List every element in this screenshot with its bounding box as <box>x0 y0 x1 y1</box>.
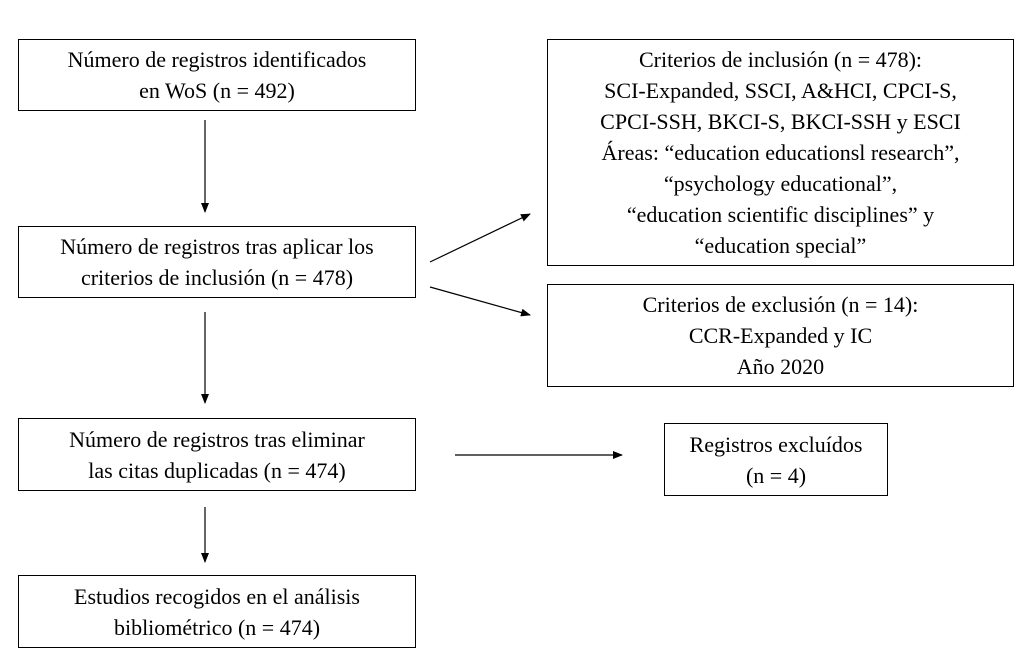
box-records-identified-line2: en WoS (n = 492) <box>139 78 295 103</box>
box-records-after-inclusion: Número de registros tras aplicar los cri… <box>18 226 416 298</box>
inclusion-criteria-line2: SCI-Expanded, SSCI, A&HCI, CPCI-S, <box>604 78 957 103</box>
exclusion-criteria-line2: CCR-Expanded y IC <box>688 323 873 348</box>
records-excluded-line2: (n = 4) <box>745 462 807 488</box>
box-records-excluded: Registros excluídos (n = 4) <box>664 423 888 496</box>
box-studies-included-line1: Estudios recogidos en el análisis <box>74 583 360 609</box>
box-inclusion-criteria: Criterios de inclusión (n = 478): SCI-Ex… <box>547 39 1014 266</box>
inclusion-criteria-line3: CPCI-SSH, BKCI-S, BKCI-SSH y ESCI <box>600 109 961 134</box>
inclusion-criteria-line4: Áreas: “education educationsl research”, <box>601 140 960 165</box>
box-records-identified-line1: Número de registros identificados <box>67 47 367 72</box>
records-excluded-line1: Registros excluídos <box>689 431 863 457</box>
box-records-after-dedup-line1: Número de registros tras eliminar <box>69 426 365 452</box>
inclusion-criteria-line1: Criterios de inclusión (n = 478): <box>638 47 923 72</box>
exclusion-criteria-line3: Año 2020 <box>736 354 825 379</box>
exclusion-criteria-line1: Criterios de exclusión (n = 14): <box>642 292 919 317</box>
arrow-box2-to-exclusion <box>429 286 531 317</box>
inclusion-criteria-line7: “education special” <box>694 233 867 258</box>
box-exclusion-criteria: Criterios de exclusión (n = 14): CCR-Exp… <box>547 284 1014 387</box>
inclusion-criteria-line5: “psychology educational”, <box>663 171 898 196</box>
box-records-after-dedup: Número de registros tras eliminar las ci… <box>18 418 416 491</box>
box-records-after-inclusion-line1: Número de registros tras aplicar los <box>60 234 374 259</box>
box-studies-included-line2: bibliométrico (n = 474) <box>113 614 321 640</box>
box-records-after-inclusion-line2: criterios de inclusión (n = 478) <box>80 265 354 290</box>
box-records-after-dedup-line2: las citas duplicadas (n = 474) <box>88 457 346 483</box>
box-records-identified: Número de registros identificados en WoS… <box>18 39 416 111</box>
inclusion-criteria-line6: “education scientific disciplines” y <box>626 202 935 227</box>
box-studies-included: Estudios recogidos en el análisis biblio… <box>18 575 416 648</box>
arrow-box2-to-inclusion <box>429 213 531 263</box>
